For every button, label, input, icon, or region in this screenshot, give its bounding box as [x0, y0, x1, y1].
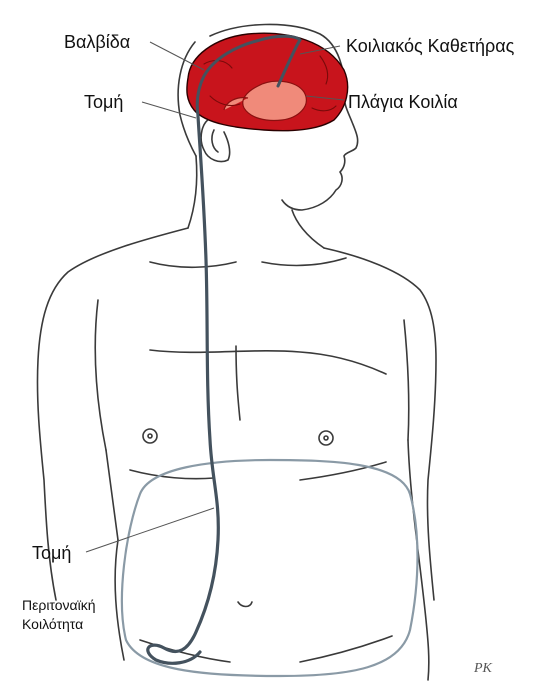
- leader-incision-head: [142, 102, 196, 118]
- label-incision-abdomen: Τομή: [32, 543, 71, 564]
- peritoneal-cavity-outline: [122, 460, 418, 676]
- label-peritoneal-cavity-line2: Κοιλότητα: [22, 615, 96, 634]
- label-lateral-ventricle: Πλάγια Κοιλία: [348, 92, 458, 113]
- label-peritoneal-cavity-line1: Περιτοναϊκή: [22, 596, 96, 615]
- artist-signature: PK: [473, 661, 493, 676]
- distal-catheter-tube: [148, 116, 219, 663]
- leader-incision-abdomen: [86, 508, 214, 552]
- label-peritoneal-cavity: Περιτοναϊκή Κοιλότητα: [22, 596, 96, 634]
- label-incision-head: Τομή: [84, 92, 123, 113]
- leader-valve: [150, 42, 204, 70]
- label-valve: Βαλβίδα: [64, 32, 130, 53]
- label-ventricular-catheter: Κοιλιακός Καθετήρας: [346, 36, 514, 57]
